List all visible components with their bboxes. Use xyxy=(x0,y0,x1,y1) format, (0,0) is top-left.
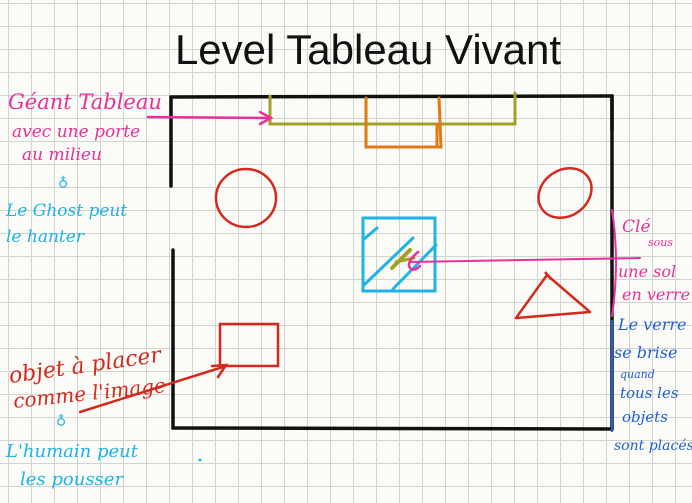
painting-door xyxy=(364,96,443,149)
giant-painting-note: Géant Tableau avec une porte au milieu xyxy=(8,90,162,165)
cyan-dot xyxy=(198,458,202,462)
giant-painting-note-line-3: au milieu xyxy=(22,145,102,165)
pink-arrow-painting xyxy=(146,110,274,126)
key-note: Clé sous une sol en verre xyxy=(618,217,690,304)
human-note-line-1: L'humain peut xyxy=(5,441,139,462)
ghost-note: ♁ Le Ghost peut le hanter xyxy=(5,174,127,247)
glass-note: Le verre se brise quand tous les objets … xyxy=(614,315,692,454)
giant-painting-note-line-1: Géant Tableau xyxy=(8,90,162,114)
human-note: ♁ L'humain peut les pousser xyxy=(5,412,139,490)
red-circle-left xyxy=(214,167,278,229)
ghost-note-marker: ♁ xyxy=(58,174,68,190)
red-triangle xyxy=(514,273,592,320)
glass-note-line-6: sont placés xyxy=(614,438,692,454)
ghost-note-line-2: le hanter xyxy=(6,227,85,247)
glass-floor xyxy=(361,216,438,293)
page-title: Level Tableau Vivant xyxy=(175,26,561,73)
key-note-line-1: Clé xyxy=(622,217,651,237)
glass-note-line-2: se brise xyxy=(614,343,677,362)
glass-note-line-5: objets xyxy=(622,408,668,426)
glass-note-line-4: tous les xyxy=(620,384,679,402)
key-note-line-2: sous xyxy=(648,236,673,249)
red-triangle-tick xyxy=(544,271,552,280)
key-note-line-4: en verre xyxy=(622,285,690,304)
glass-note-line-1: Le verre xyxy=(617,315,686,334)
pink-arrow-key xyxy=(409,209,641,317)
key-icon xyxy=(390,248,422,271)
objects-note: objet à placer comme l'image xyxy=(7,343,167,413)
red-circle-right xyxy=(537,166,593,220)
red-rectangle xyxy=(218,322,280,368)
giant-painting-note-line-2: avec une porte xyxy=(12,122,140,142)
ghost-note-line-1: Le Ghost peut xyxy=(5,201,127,221)
red-arrow-objects xyxy=(78,363,229,414)
key-note-line-3: une sol xyxy=(618,262,676,281)
human-note-marker: ♁ xyxy=(56,412,66,428)
glass-note-line-3: quand xyxy=(620,368,655,381)
human-note-line-2: les pousser xyxy=(20,469,124,490)
